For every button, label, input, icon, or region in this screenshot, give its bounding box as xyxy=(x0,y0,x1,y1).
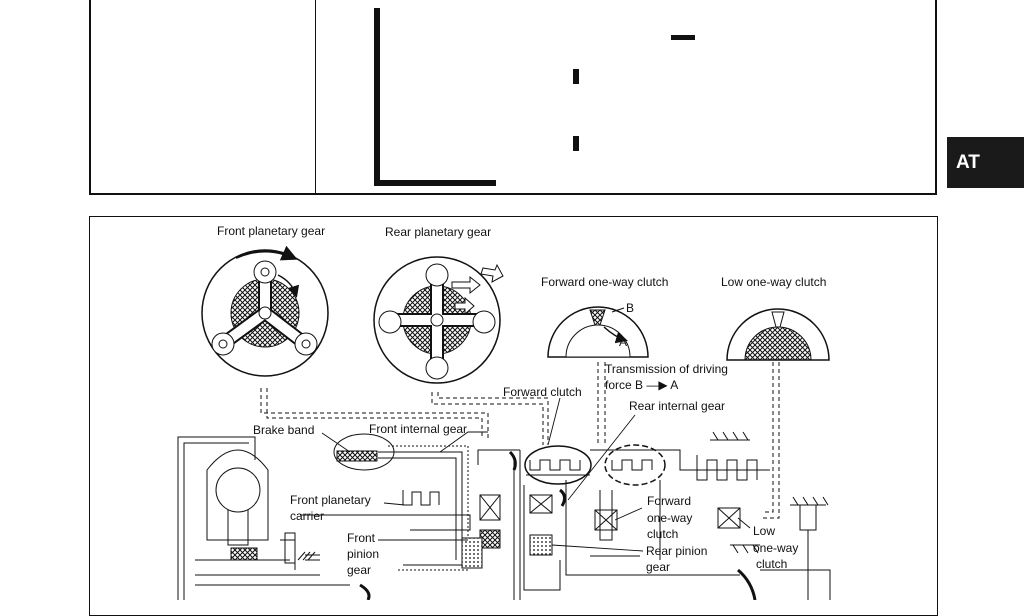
label-low-one-way-clutch-2: one-way xyxy=(753,541,798,555)
label-transmission-line1: Transmission of driving xyxy=(605,362,728,376)
label-point-a: A xyxy=(619,335,627,349)
label-transmission-line2: force B —▶ A xyxy=(605,378,678,392)
label-low-one-way-clutch-1: Low xyxy=(753,524,775,538)
rotation-arrows xyxy=(359,450,757,600)
section-tab-at[interactable]: AT xyxy=(947,137,1024,188)
label-rear-internal-gear: Rear internal gear xyxy=(629,399,725,413)
label-front-pinion-gear-2: pinion xyxy=(347,547,379,561)
dashed-connectors xyxy=(260,362,780,519)
label-front-planetary-carrier-1: Front planetary xyxy=(290,493,371,507)
forward-one-way-clutch-illustration xyxy=(547,306,649,358)
header-glyph-marks xyxy=(374,8,695,186)
label-front-planetary-gear: Front planetary gear xyxy=(217,224,325,238)
label-front-pinion-gear-1: Front xyxy=(347,531,376,545)
glyph-bar-horizontal xyxy=(374,180,496,186)
label-forward-one-way-clutch-title: Forward one-way clutch xyxy=(541,275,668,289)
glyph-dot-2 xyxy=(573,136,579,151)
label-forward-clutch: Forward clutch xyxy=(503,385,582,399)
label-front-internal-gear: Front internal gear xyxy=(369,422,467,436)
label-low-one-way-clutch-title: Low one-way clutch xyxy=(721,275,826,289)
leader-lines xyxy=(321,397,751,552)
transmission-cross-section xyxy=(177,431,831,600)
label-rear-pinion-gear-2: gear xyxy=(646,560,670,574)
label-brake-band: Brake band xyxy=(253,423,314,437)
glyph-bar-vertical xyxy=(374,8,380,186)
label-front-planetary-carrier-2: carrier xyxy=(290,509,324,523)
label-forward-one-way-clutch-2: one-way xyxy=(647,511,692,525)
label-rear-planetary-gear: Rear planetary gear xyxy=(385,225,491,239)
glyph-dash xyxy=(671,35,695,40)
front-planetary-gear xyxy=(201,245,329,377)
header-table xyxy=(89,0,937,195)
low-one-way-clutch-illustration xyxy=(726,308,830,361)
label-low-one-way-clutch-3: clutch xyxy=(756,557,787,571)
label-front-pinion-gear-3: gear xyxy=(347,563,371,577)
transmission-diagram: Front planetary gear Rear planetary gear… xyxy=(177,224,831,600)
label-forward-one-way-clutch-3: clutch xyxy=(647,527,678,541)
rear-planetary-gear xyxy=(373,256,504,384)
label-rear-pinion-gear-1: Rear pinion xyxy=(646,544,707,558)
label-forward-one-way-clutch-1: Forward xyxy=(647,494,691,508)
glyph-dot-1 xyxy=(573,69,579,84)
table-divider xyxy=(315,0,316,193)
section-tab-label: AT xyxy=(956,151,980,173)
label-point-b: B xyxy=(626,301,634,315)
